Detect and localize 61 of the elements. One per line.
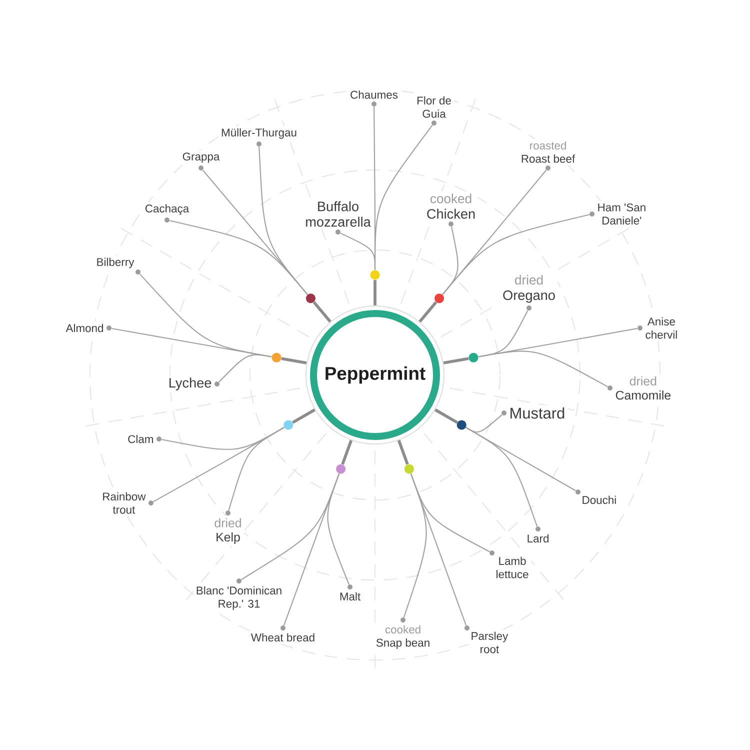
spoke-line	[312, 301, 332, 323]
branch-line	[403, 474, 427, 618]
hub-dot	[404, 464, 414, 474]
ingredient-name: Roast beef	[522, 154, 576, 163]
ingredient-name: Lard	[528, 534, 548, 542]
ingredient-name: Parsley root	[472, 632, 508, 654]
spoke-line	[341, 440, 353, 465]
ingredient-name: Wheat bread	[250, 633, 314, 642]
hub-dot	[468, 352, 478, 362]
branch-line	[442, 170, 547, 295]
ingredient-name: Cachaça	[145, 204, 190, 215]
ingredient-name: Chicken	[427, 208, 475, 219]
ingredient-name: Flor de Guia	[418, 96, 451, 118]
preparation-note: dried	[630, 376, 656, 386]
ingredient-name: Ham 'San Daniele'	[598, 203, 646, 225]
ingredient-name: Bilberry	[97, 258, 134, 268]
spoke-line	[292, 408, 316, 424]
branch-line	[374, 124, 433, 270]
branch-line	[241, 474, 340, 580]
spoke-line	[418, 301, 438, 323]
ingredient-name: Camomile	[616, 390, 671, 400]
ingredient-name: Rainbow trout	[103, 492, 146, 514]
hub-dot	[272, 352, 282, 362]
hub-dot	[284, 420, 294, 430]
ingredient-name: Oregano	[503, 290, 555, 303]
ingredient-name: Kelp	[216, 532, 240, 544]
preparation-note: dried	[214, 518, 241, 528]
branch-line	[478, 350, 608, 388]
ingredient-name: Clam	[128, 434, 153, 444]
branch-line	[139, 274, 272, 358]
hub-dot	[336, 464, 346, 474]
preparation-note: cooked	[385, 625, 420, 634]
spoke-line	[434, 408, 458, 424]
ingredient-name: Chaumes	[350, 90, 398, 99]
spoke-line	[443, 357, 469, 364]
branch-line	[466, 427, 538, 527]
branch-line	[442, 214, 590, 295]
spoke-line	[397, 440, 409, 465]
ingredient-name: Malt	[340, 592, 360, 600]
hub-dot	[434, 294, 444, 304]
ingredient-name: Buffalo mozzarella	[306, 201, 371, 227]
ingredient-name: Douchi	[582, 496, 616, 504]
ingredient-name: Lychee	[170, 378, 212, 390]
ingredient-name: Lamb lettuce	[496, 556, 528, 578]
hub-dot	[456, 420, 466, 430]
preparation-note: roasted	[530, 141, 566, 150]
branch-line	[258, 146, 308, 295]
branch-line	[162, 427, 284, 450]
ingredient-name: Almond	[66, 324, 104, 332]
ingredient-name: Blanc 'Dominican Rep.' 31	[196, 586, 282, 610]
ingredient-name: Müller-Thurgau	[222, 128, 296, 139]
preparation-note: dried	[515, 274, 543, 285]
hub-dot	[306, 294, 316, 304]
spoke-line	[281, 357, 307, 364]
ingredient-name: Anise chervil	[646, 317, 677, 339]
ingredient-name: Mustard	[510, 407, 564, 419]
ingredient-name: Snap bean	[376, 638, 430, 649]
spoke-line	[374, 280, 376, 306]
hub-dot	[370, 270, 380, 280]
ingredient-name: Grappa	[182, 152, 220, 163]
preparation-note: cooked	[430, 194, 472, 204]
